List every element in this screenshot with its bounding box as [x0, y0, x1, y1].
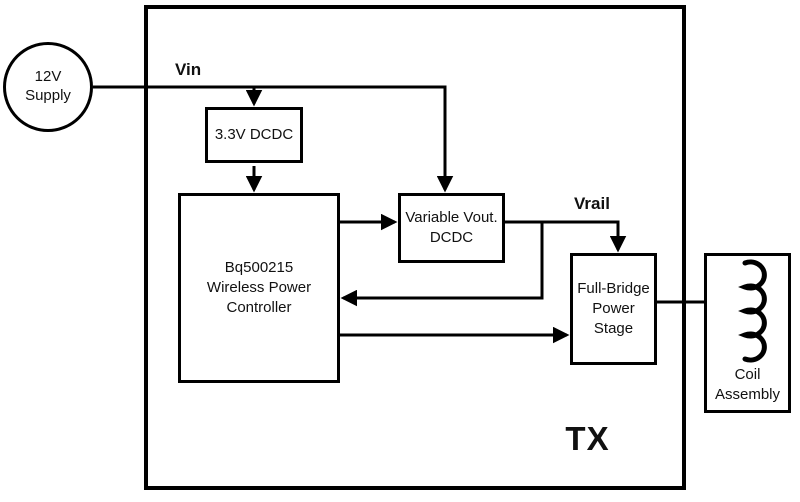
block-full-bridge-power-stage: Full-Bridge Power Stage: [570, 253, 657, 365]
block-3v3-dcdc-label: 3.3V DCDC: [214, 126, 294, 144]
tx-title-label: TX: [565, 420, 610, 457]
block-variable-vout-dcdc: Variable Vout. DCDC: [398, 193, 505, 263]
supply-label: 12V Supply: [25, 68, 71, 104]
net-label-vin: Vin: [175, 60, 202, 79]
block-coil-assembly-label: Coil Assembly: [714, 366, 781, 404]
block-bq500215-controller-label: Bq500215 Wireless Power Controller: [206, 259, 312, 316]
net-label-vrail: Vrail: [574, 194, 610, 213]
block-variable-vout-dcdc-label: Variable Vout. DCDC: [405, 209, 498, 246]
block-coil-assembly: Coil Assembly: [704, 253, 791, 413]
block-bq500215-controller: Bq500215 Wireless Power Controller: [178, 193, 340, 383]
supply-node-12v: 12V Supply: [3, 42, 93, 132]
block-3v3-dcdc: 3.3V DCDC: [205, 107, 303, 163]
tx-boundary-box: [144, 5, 686, 490]
block-full-bridge-power-stage-label: Full-Bridge Power Stage: [577, 280, 650, 337]
